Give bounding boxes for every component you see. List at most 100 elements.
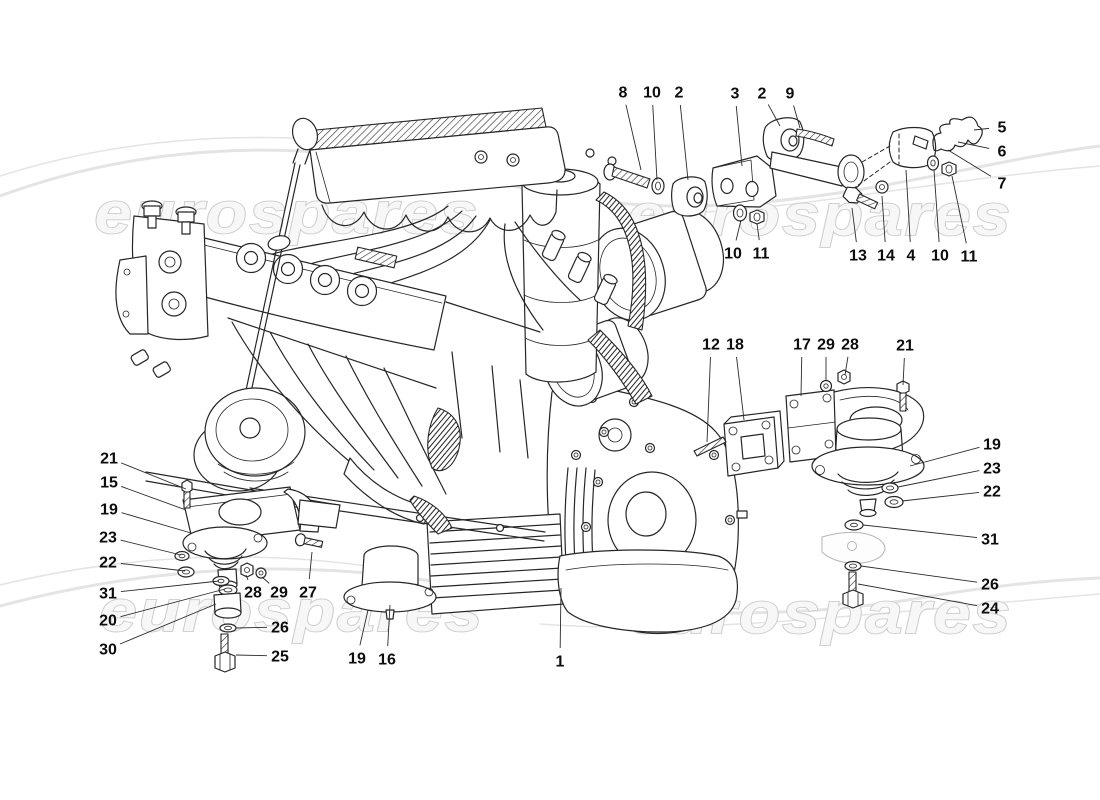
callout-leader-line	[881, 195, 886, 243]
callout-number: 22	[983, 484, 1001, 501]
callout-leader-line	[735, 219, 742, 241]
callout-number: 9	[786, 86, 795, 103]
rear-engine-mount	[785, 369, 925, 609]
callout-leader-line	[767, 104, 781, 127]
dipstick	[239, 117, 319, 422]
callout-leader-line	[119, 603, 217, 645]
callout-31: 31	[862, 524, 999, 549]
callout-number: 2	[758, 86, 767, 103]
callout-31: 31	[99, 580, 220, 603]
callout-number: 19	[983, 437, 1001, 454]
callout-leader-line	[120, 588, 226, 618]
callout-22: 22	[901, 484, 1001, 502]
callout-number: 11	[961, 249, 978, 266]
callout-number: 12	[702, 337, 720, 354]
callout-5: 5	[973, 120, 1007, 137]
callout-leader-line	[261, 576, 270, 584]
callout-19: 19	[100, 502, 192, 534]
callout-16: 16	[378, 604, 396, 669]
front-cover	[115, 200, 209, 378]
callout-23: 23	[897, 461, 1001, 488]
callout-leader-line	[857, 583, 978, 607]
callout-leader-line	[862, 524, 978, 539]
callout-leader-line	[120, 580, 220, 593]
callout-14: 14	[877, 195, 895, 265]
callout-leader-line	[120, 462, 187, 490]
callout-leader-line	[897, 470, 980, 488]
callout-number: 31	[981, 532, 999, 549]
callout-number: 22	[99, 555, 117, 572]
callout-21: 21	[100, 451, 187, 490]
callout-leader-line	[652, 104, 658, 181]
callout-17: 17	[793, 337, 811, 397]
callout-number: 10	[643, 85, 661, 102]
callout-leader-line	[625, 104, 642, 171]
callout-number: 18	[726, 337, 744, 354]
callout-leader-line	[800, 356, 803, 397]
callout-1: 1	[556, 587, 565, 671]
callout-leader-line	[706, 356, 711, 443]
callout-number: 10	[724, 246, 742, 263]
callout-leader-line	[909, 446, 980, 467]
callout-26: 26	[235, 620, 289, 637]
callout-number: 28	[244, 585, 262, 602]
callout-number: 7	[998, 176, 1007, 193]
callout-leader-line	[120, 563, 186, 572]
callout-21: 21	[896, 338, 914, 386]
cam-cover	[179, 235, 447, 351]
callout-29: 29	[817, 337, 835, 381]
callout-leader-line	[957, 141, 990, 149]
callout-10: 10	[643, 85, 661, 181]
callout-23: 23	[99, 530, 182, 556]
callout-number: 26	[271, 620, 289, 637]
callout-28: 28	[841, 337, 859, 376]
callout-leader-line	[844, 356, 849, 376]
gearbox-flange	[693, 410, 785, 477]
callout-leader-line	[120, 539, 182, 556]
front-mount-hardware	[174, 479, 324, 673]
callout-number: 4	[907, 248, 916, 265]
callout-number: 1	[556, 654, 565, 671]
callout-number: 6	[998, 144, 1007, 161]
callout-leader-line	[901, 491, 980, 502]
callout-number: 26	[981, 577, 999, 594]
callout-8: 8	[619, 85, 642, 171]
callout-number: 13	[849, 248, 867, 265]
callout-leader-line	[308, 551, 313, 580]
callout-9: 9	[786, 86, 801, 129]
callout-number: 27	[299, 585, 317, 602]
callout-10: 10	[724, 219, 742, 263]
callout-19: 19	[348, 609, 369, 668]
callout-number: 19	[100, 502, 118, 519]
callout-leader-line	[973, 127, 990, 131]
callout-7: 7	[947, 149, 1007, 193]
callout-number: 29	[817, 337, 835, 354]
callout-18: 18	[726, 337, 745, 421]
exhaust-headers	[227, 317, 447, 525]
callout-2: 2	[675, 85, 689, 181]
callout-leader-line	[245, 574, 249, 581]
callout-leader-line	[679, 104, 689, 181]
callout-leader-line	[947, 149, 992, 177]
callout-24: 24	[857, 583, 999, 618]
callout-number: 17	[793, 337, 811, 354]
callout-25: 25	[235, 649, 289, 666]
callout-13: 13	[849, 207, 867, 265]
callout-29: 29	[261, 576, 288, 602]
callout-leader-line	[793, 105, 801, 129]
callout-leader-line	[559, 587, 562, 649]
callout-leader-line	[951, 175, 967, 244]
callout-number: 8	[619, 85, 628, 102]
torque-rod-assembly	[603, 116, 983, 225]
callout-number: 2	[675, 85, 684, 102]
callout-number: 3	[731, 86, 740, 103]
callout-27: 27	[299, 551, 317, 602]
callout-number: 21	[100, 451, 118, 468]
callout-30: 30	[99, 603, 217, 659]
callout-number: 21	[896, 338, 914, 355]
callout-20: 20	[99, 588, 226, 630]
callout-number: 20	[99, 613, 117, 630]
